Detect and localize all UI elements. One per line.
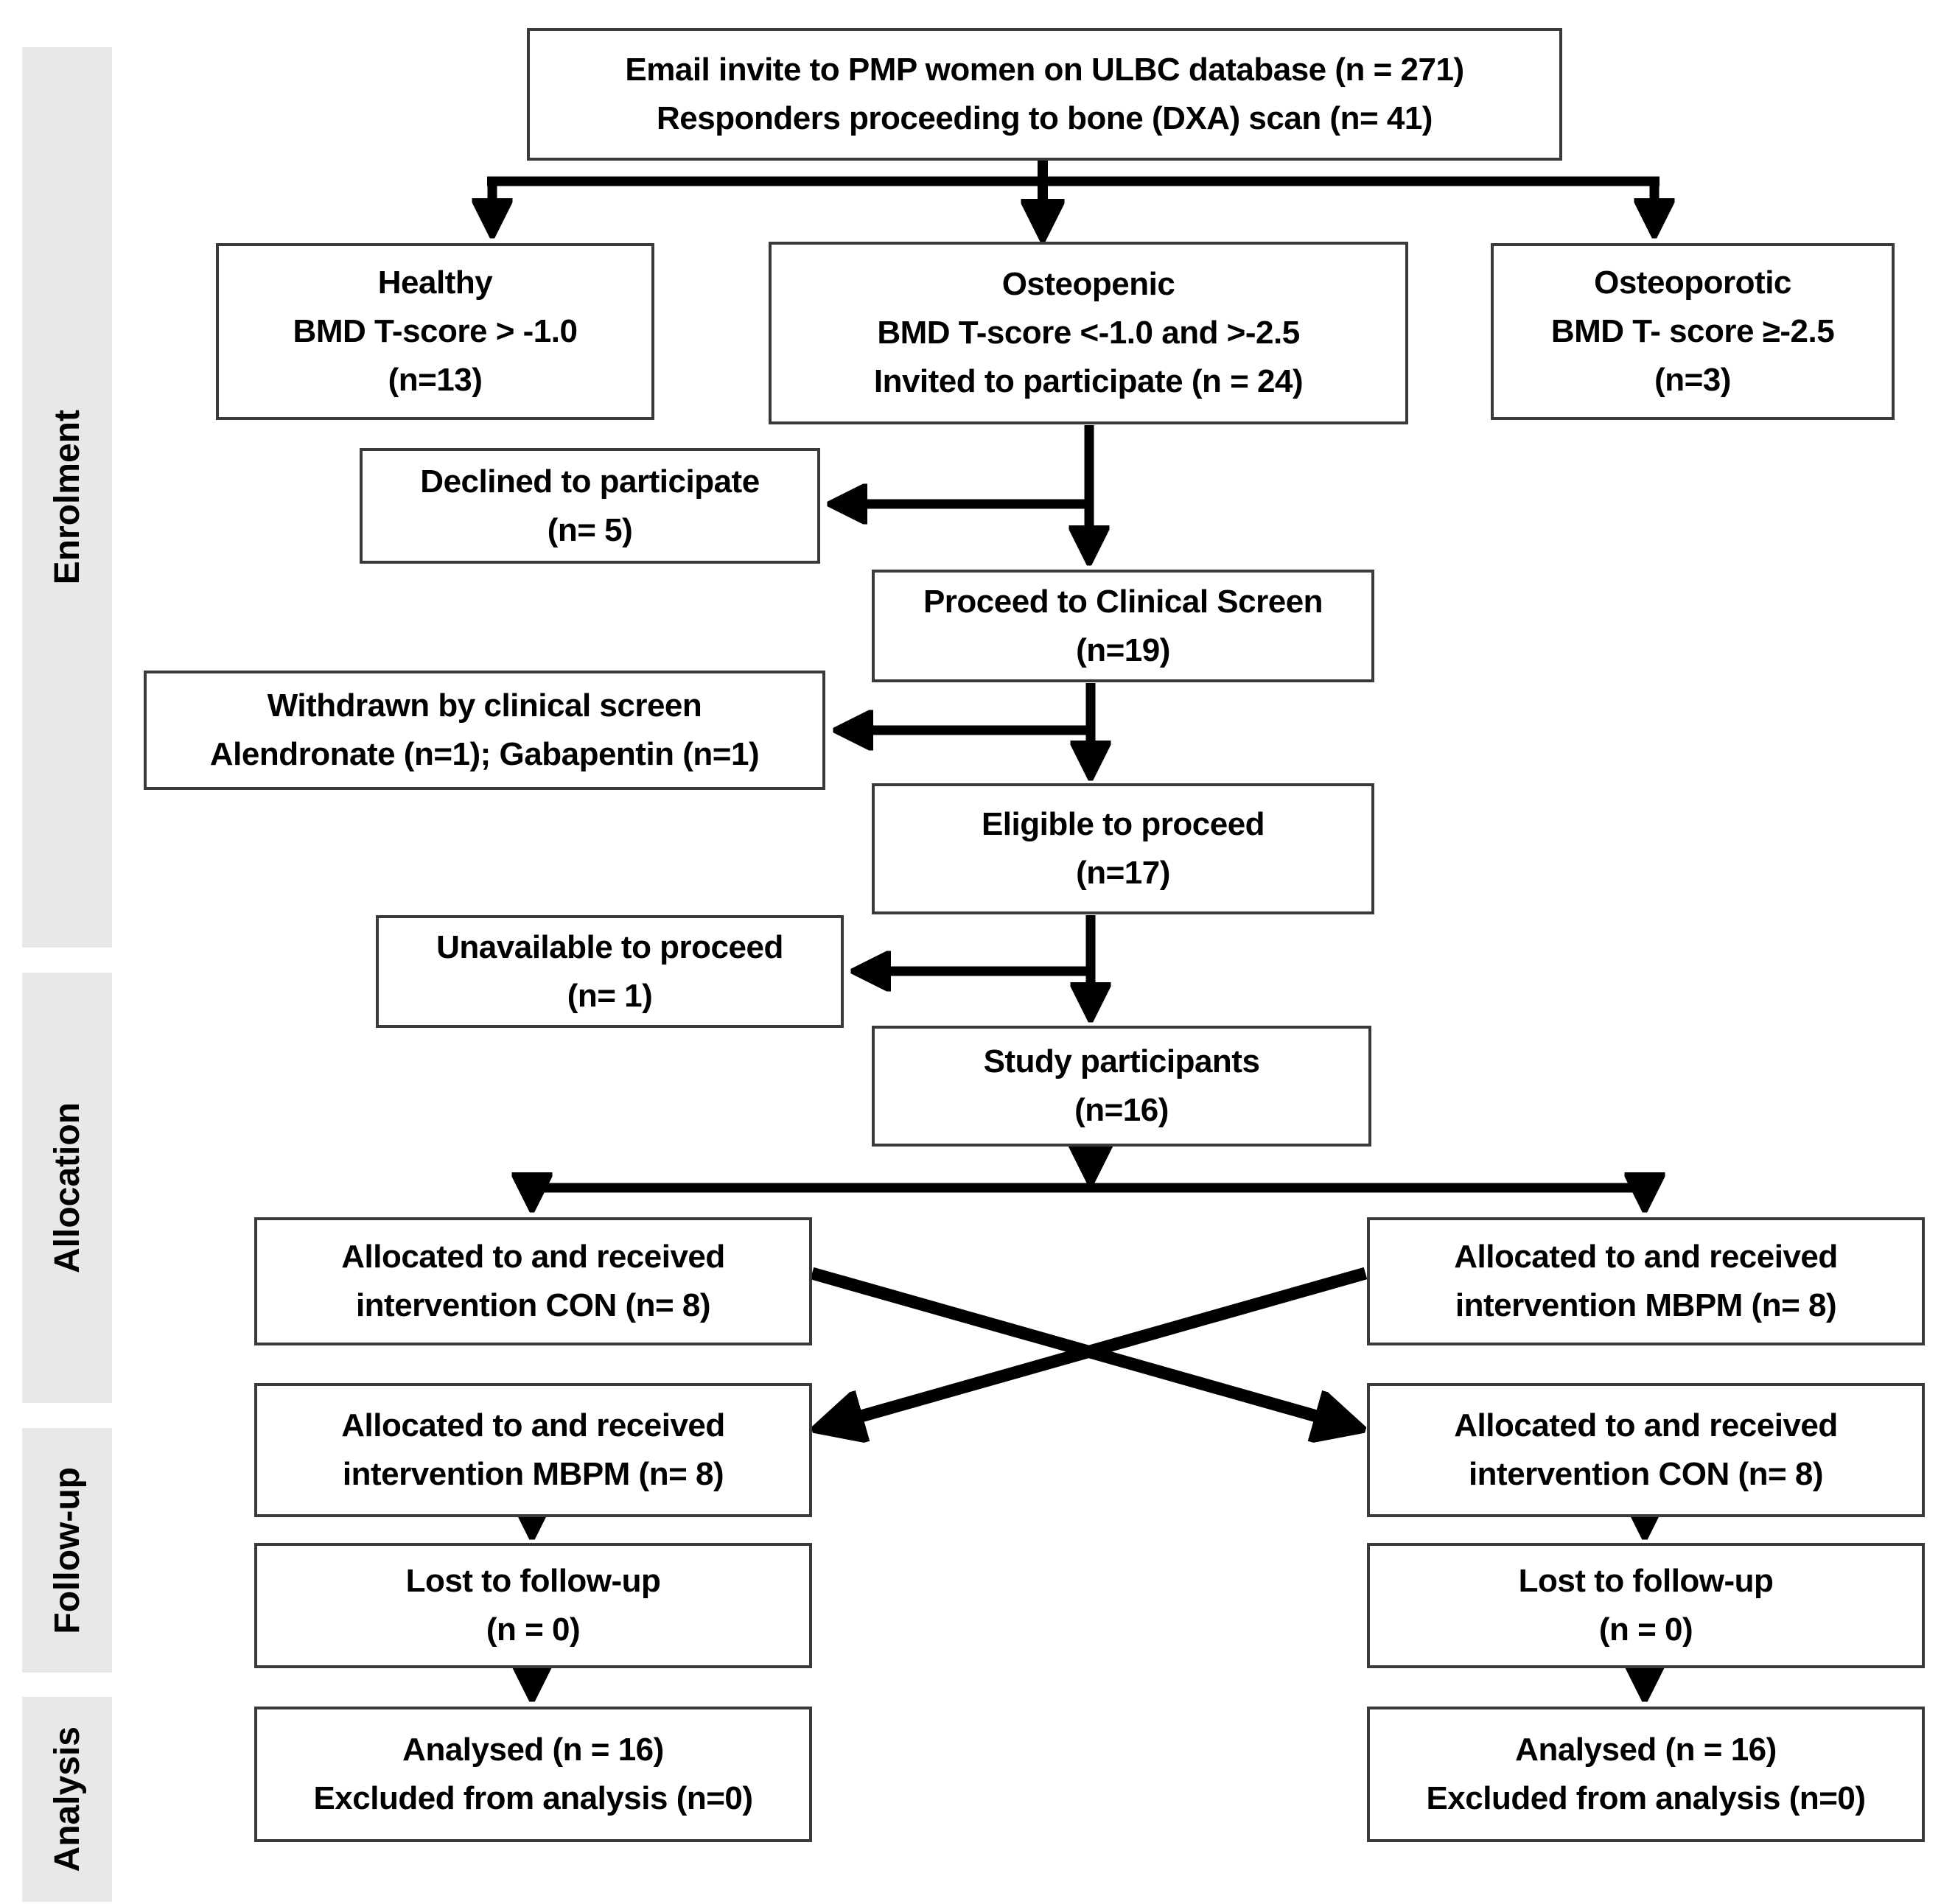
box-healthy-line-1: Healthy bbox=[377, 265, 493, 301]
box-osteoporotic-line-1: Osteoporotic bbox=[1594, 265, 1791, 301]
stage-rail-followup: Follow-up bbox=[22, 1428, 112, 1673]
box-lost-right-line-2: (n = 0) bbox=[1598, 1611, 1693, 1648]
box-alloc-mbpm-first-line-2: intervention MBPM (n= 8) bbox=[1455, 1287, 1837, 1323]
box-participants-line-2: (n=16) bbox=[1074, 1092, 1169, 1128]
box-healthy-line-3: (n=13) bbox=[388, 362, 483, 398]
box-osteoporotic: Osteoporotic BMD T- score ≥-2.5 (n=3) bbox=[1491, 243, 1895, 420]
box-lost-left-line-1: Lost to follow-up bbox=[405, 1563, 661, 1599]
box-healthy-line-2: BMD T-score > -1.0 bbox=[293, 313, 578, 349]
box-participants-line-1: Study participants bbox=[983, 1043, 1260, 1079]
box-eligible-line-1: Eligible to proceed bbox=[981, 806, 1265, 842]
box-invite: Email invite to PMP women on ULBC databa… bbox=[527, 28, 1562, 161]
box-healthy: Healthy BMD T-score > -1.0 (n=13) bbox=[216, 243, 654, 420]
box-lost-right: Lost to follow-up (n = 0) bbox=[1367, 1543, 1925, 1668]
box-alloc-mbpm-second: Allocated to and received intervention M… bbox=[254, 1383, 812, 1517]
box-alloc-con-first: Allocated to and received intervention C… bbox=[254, 1217, 812, 1345]
box-alloc-con-second-line-1: Allocated to and received bbox=[1454, 1407, 1838, 1443]
box-participants: Study participants (n=16) bbox=[872, 1026, 1371, 1147]
box-alloc-con-first-line-1: Allocated to and received bbox=[341, 1239, 725, 1275]
box-osteoporotic-line-3: (n=3) bbox=[1654, 362, 1731, 398]
box-lost-left: Lost to follow-up (n = 0) bbox=[254, 1543, 812, 1668]
box-osteopenic-line-1: Osteopenic bbox=[1001, 266, 1175, 302]
box-eligible: Eligible to proceed (n=17) bbox=[872, 783, 1374, 914]
box-clinical-screen-line-1: Proceed to Clinical Screen bbox=[923, 583, 1323, 620]
stage-rail-analysis: Analysis bbox=[22, 1697, 112, 1902]
box-alloc-mbpm-second-line-2: intervention MBPM (n= 8) bbox=[342, 1456, 724, 1492]
box-invite-line-2: Responders proceeding to bone (DXA) scan… bbox=[657, 100, 1433, 136]
box-analysed-right-line-1: Analysed (n = 16) bbox=[1515, 1732, 1777, 1768]
box-unavailable-line-2: (n= 1) bbox=[567, 977, 653, 1014]
box-alloc-mbpm-first: Allocated to and received intervention M… bbox=[1367, 1217, 1925, 1345]
box-declined-line-2: (n= 5) bbox=[547, 511, 633, 548]
box-alloc-mbpm-first-line-1: Allocated to and received bbox=[1454, 1239, 1838, 1275]
box-analysed-left-line-2: Excluded from analysis (n=0) bbox=[313, 1780, 753, 1816]
arrow-crossover-mbpm-to-left bbox=[825, 1267, 1368, 1427]
box-analysed-right: Analysed (n = 16) Excluded from analysis… bbox=[1367, 1707, 1925, 1842]
box-withdrawn-line-2: Alendronate (n=1); Gabapentin (n=1) bbox=[209, 736, 760, 772]
stage-rail-allocation: Allocation bbox=[22, 973, 112, 1403]
box-eligible-line-2: (n=17) bbox=[1076, 855, 1170, 891]
box-alloc-mbpm-second-line-1: Allocated to and received bbox=[341, 1407, 725, 1443]
box-analysed-left: Analysed (n = 16) Excluded from analysis… bbox=[254, 1707, 812, 1842]
box-osteopenic-line-3: Invited to participate (n = 24) bbox=[873, 363, 1304, 399]
box-unavailable-line-1: Unavailable to proceed bbox=[436, 928, 783, 965]
box-unavailable: Unavailable to proceed (n= 1) bbox=[376, 915, 844, 1028]
box-osteopenic: Osteopenic BMD T-score <-1.0 and >-2.5 I… bbox=[769, 242, 1408, 424]
box-withdrawn-line-1: Withdrawn by clinical screen bbox=[267, 687, 702, 724]
box-alloc-con-first-line-2: intervention CON (n= 8) bbox=[355, 1287, 711, 1323]
box-withdrawn: Withdrawn by clinical screen Alendronate… bbox=[144, 671, 825, 790]
box-invite-line-1: Email invite to PMP women on ULBC databa… bbox=[625, 52, 1464, 88]
stage-rail-enrolment: Enrolment bbox=[22, 47, 112, 948]
box-analysed-right-line-2: Excluded from analysis (n=0) bbox=[1426, 1780, 1866, 1816]
box-lost-left-line-2: (n = 0) bbox=[486, 1611, 581, 1648]
box-analysed-left-line-1: Analysed (n = 16) bbox=[402, 1732, 664, 1768]
box-osteoporotic-line-2: BMD T- score ≥-2.5 bbox=[1550, 313, 1835, 349]
box-declined-line-1: Declined to participate bbox=[420, 463, 760, 500]
box-alloc-con-second: Allocated to and received intervention C… bbox=[1367, 1383, 1925, 1517]
box-alloc-con-second-line-2: intervention CON (n= 8) bbox=[1468, 1456, 1824, 1492]
box-lost-right-line-1: Lost to follow-up bbox=[1518, 1563, 1774, 1599]
box-clinical-screen-line-2: (n=19) bbox=[1076, 631, 1170, 668]
box-clinical-screen: Proceed to Clinical Screen (n=19) bbox=[872, 570, 1374, 682]
box-declined: Declined to participate (n= 5) bbox=[360, 448, 820, 564]
box-osteopenic-line-2: BMD T-score <-1.0 and >-2.5 bbox=[877, 315, 1300, 351]
